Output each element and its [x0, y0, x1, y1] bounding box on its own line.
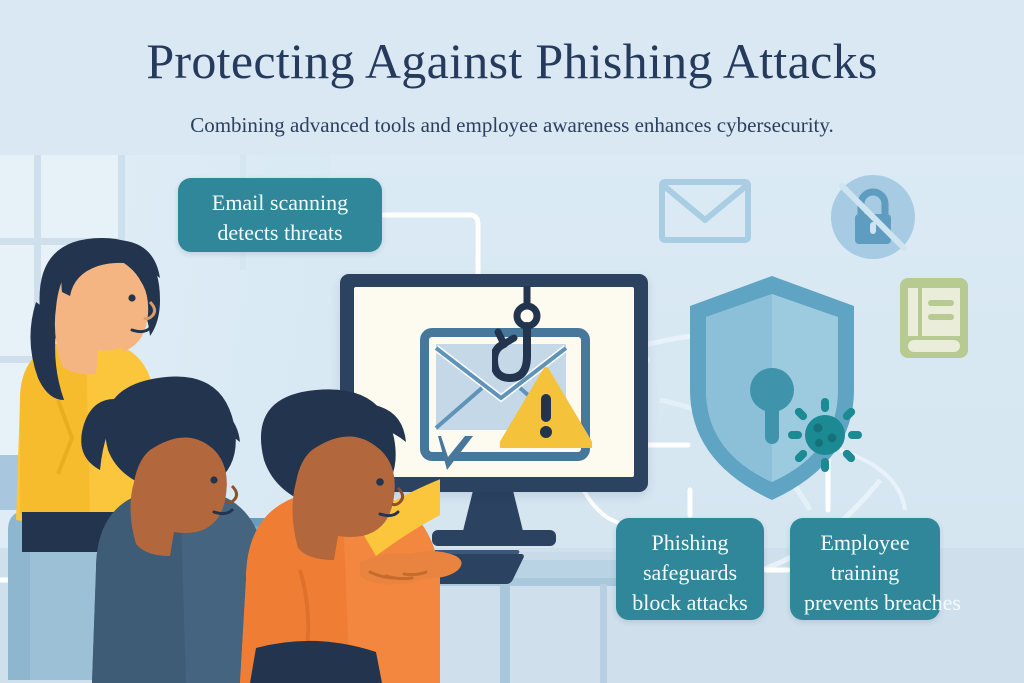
warning-triangle-icon [500, 367, 592, 448]
training-book-icon [900, 278, 968, 358]
monitor-base [432, 530, 556, 546]
envelope-icon [659, 179, 751, 243]
email-bubble-tail-inner [441, 436, 465, 457]
header-band: Protecting Against Phishing Attacks Comb… [0, 0, 1024, 155]
callout-phishing-safeguards[interactable]: Phishing safeguards block attacks [616, 518, 764, 620]
callout-line: safeguards [642, 560, 738, 585]
callout-line: training [830, 560, 900, 585]
callout-line: Email scanning [211, 190, 349, 215]
desk-leg-front [500, 584, 510, 683]
hands-on-keyboard [360, 551, 462, 585]
callout-line: Phishing [651, 530, 729, 555]
fishing-hook-icon [492, 286, 541, 383]
window-mullion-h1 [0, 238, 118, 245]
callout-employee-training[interactable]: Employee training prevents breaches [790, 518, 961, 620]
callout-email-scanning[interactable]: Email scanning detects threats [178, 178, 382, 252]
desk-leg-back [600, 584, 607, 683]
callout-line: detects threats [217, 220, 343, 245]
people-group [8, 238, 440, 683]
monitor-neck [462, 490, 524, 535]
virus-icon [788, 398, 862, 472]
blocked-lock-icon [831, 175, 915, 259]
callout-line: block attacks [632, 590, 748, 615]
page-subtitle: Combining advanced tools and employee aw… [190, 113, 834, 137]
callout-line: prevents breaches [804, 590, 961, 615]
page-title: Protecting Against Phishing Attacks [146, 33, 878, 89]
email-bubble-icon [420, 328, 590, 461]
callout-line: Employee [820, 530, 910, 555]
